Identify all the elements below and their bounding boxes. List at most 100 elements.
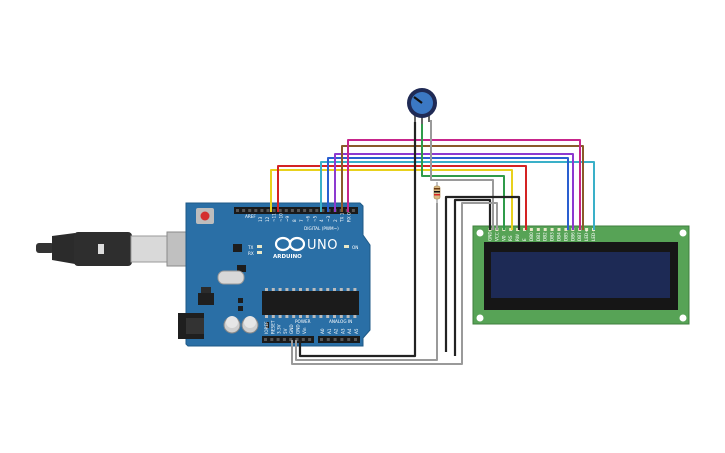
- digital-header-pin[interactable]: [266, 209, 270, 212]
- digital-header-pin[interactable]: [242, 209, 246, 212]
- wire-blue-d4[interactable]: [327, 157, 569, 230]
- analog-header-pin[interactable]: [340, 338, 344, 341]
- resistor-band-1: [434, 188, 440, 190]
- lcd-pin[interactable]: [557, 228, 561, 231]
- lcd-mount-hole-tl: [476, 229, 484, 237]
- wire-black-pot-gnd[interactable]: [298, 122, 417, 358]
- lcd-pin-label: V0: [501, 235, 506, 241]
- lcd-pin[interactable]: [564, 228, 568, 231]
- power-header-pin[interactable]: [301, 338, 305, 341]
- wire-cyan-d5[interactable]: [320, 161, 595, 230]
- mcu-pin: [312, 315, 316, 318]
- smd-part-1: [238, 298, 243, 303]
- mcu-pin: [319, 288, 323, 291]
- digital-header-pin[interactable]: [290, 209, 294, 212]
- power-header-pin[interactable]: [276, 338, 280, 341]
- lcd-pin[interactable]: [516, 228, 520, 231]
- voltage-regulator: [198, 293, 214, 305]
- mcu-pin: [305, 288, 309, 291]
- wire-gray-led[interactable]: [430, 120, 494, 230]
- wire-brown-d2[interactable]: [341, 145, 584, 230]
- power-header-pin[interactable]: [308, 338, 312, 341]
- analog-header-pin[interactable]: [320, 338, 323, 341]
- resistor-band-3: [434, 194, 440, 196]
- digital-header-pin[interactable]: [272, 209, 276, 212]
- wire-gray-resistor[interactable]: [295, 203, 438, 361]
- arduino-logo: [274, 236, 306, 252]
- digital-header-pin[interactable]: [315, 209, 319, 212]
- atmega-microcontroller: [262, 291, 359, 315]
- analog-pin-label: A4: [347, 328, 352, 334]
- mcu-pin: [285, 288, 289, 291]
- digital-header-pin[interactable]: [236, 209, 239, 212]
- wire-yellow-d12[interactable]: [270, 169, 513, 230]
- lcd-pin-label: VCC: [494, 232, 499, 241]
- wire-black-rw[interactable]: [444, 195, 521, 352]
- wire-magenta-d1[interactable]: [347, 139, 581, 230]
- digital-pin-label: ~6: [306, 215, 311, 222]
- wire-green-pot-wiper[interactable]: [421, 124, 505, 230]
- power-pin-label: GND: [289, 324, 294, 334]
- digital-header-pin[interactable]: [303, 209, 307, 212]
- digital-header-pin[interactable]: [309, 209, 313, 212]
- power-header-pin[interactable]: [264, 338, 267, 341]
- lcd-pin[interactable]: [543, 228, 547, 231]
- usb-cable[interactable]: [36, 231, 196, 267]
- digital-header-pin[interactable]: [260, 209, 264, 212]
- tx-led: [257, 245, 262, 248]
- digital-pin-label: 2: [333, 219, 338, 222]
- lcd-pin[interactable]: [523, 228, 526, 231]
- digital-pin-label: 4: [319, 219, 324, 222]
- mcu-pin: [333, 315, 336, 318]
- power-header-pin[interactable]: [295, 338, 299, 341]
- analog-pin-label: A2: [334, 328, 339, 334]
- analog-header-pin[interactable]: [326, 338, 330, 341]
- lcd-pin[interactable]: [529, 228, 533, 231]
- digital-header-pin[interactable]: [321, 209, 325, 212]
- analog-header-pin[interactable]: [333, 338, 337, 341]
- digital-header-pin[interactable]: [254, 209, 258, 212]
- lcd-pin[interactable]: [585, 228, 589, 231]
- lcd-pin[interactable]: [550, 228, 554, 231]
- analog-header-pin[interactable]: [347, 338, 351, 341]
- potentiometer[interactable]: [407, 88, 437, 124]
- regulator-tab: [201, 287, 211, 293]
- analog-header-pin[interactable]: [354, 338, 357, 341]
- power-pin-label: GND: [296, 324, 301, 334]
- power-header-pin[interactable]: [270, 338, 274, 341]
- wire-red-d11[interactable]: [277, 165, 527, 230]
- digital-pin-label: ~3: [326, 215, 331, 222]
- digital-header-pin[interactable]: [278, 209, 282, 212]
- pot-indicator: [413, 96, 423, 104]
- capacitor-2-top: [244, 316, 256, 328]
- mcu-pin: [278, 288, 282, 291]
- digital-header-pin[interactable]: [284, 209, 288, 212]
- mcu-pin: [299, 288, 302, 291]
- analog-pin-label: A0: [320, 328, 325, 334]
- digital-header-pin[interactable]: [248, 209, 252, 212]
- analog-pin-label: A3: [340, 328, 345, 334]
- wire-purple-d3[interactable]: [334, 153, 574, 230]
- power-header-pin[interactable]: [282, 338, 286, 341]
- wire-gray-lcd-vcc[interactable]: [291, 202, 498, 365]
- mcu-pin: [265, 288, 268, 291]
- power-pin-label: 5V: [283, 328, 288, 334]
- rx-label: RX: [248, 251, 254, 256]
- lcd-pin-label: DB3: [550, 232, 555, 241]
- lcd-mount-hole-tr: [679, 229, 687, 237]
- power-header-pin[interactable]: [289, 338, 293, 341]
- wire-black-lcd-gnd[interactable]: [453, 198, 492, 356]
- mcu-pin: [346, 288, 350, 291]
- power-pin-label: Vin: [302, 327, 307, 334]
- digital-header-pin[interactable]: [351, 209, 355, 212]
- lcd-pin-label: E: [522, 238, 527, 241]
- digital-header-pin[interactable]: [297, 209, 300, 212]
- lcd-pin[interactable]: [509, 228, 513, 231]
- mcu-pin: [312, 288, 316, 291]
- lcd-pin[interactable]: [536, 228, 540, 231]
